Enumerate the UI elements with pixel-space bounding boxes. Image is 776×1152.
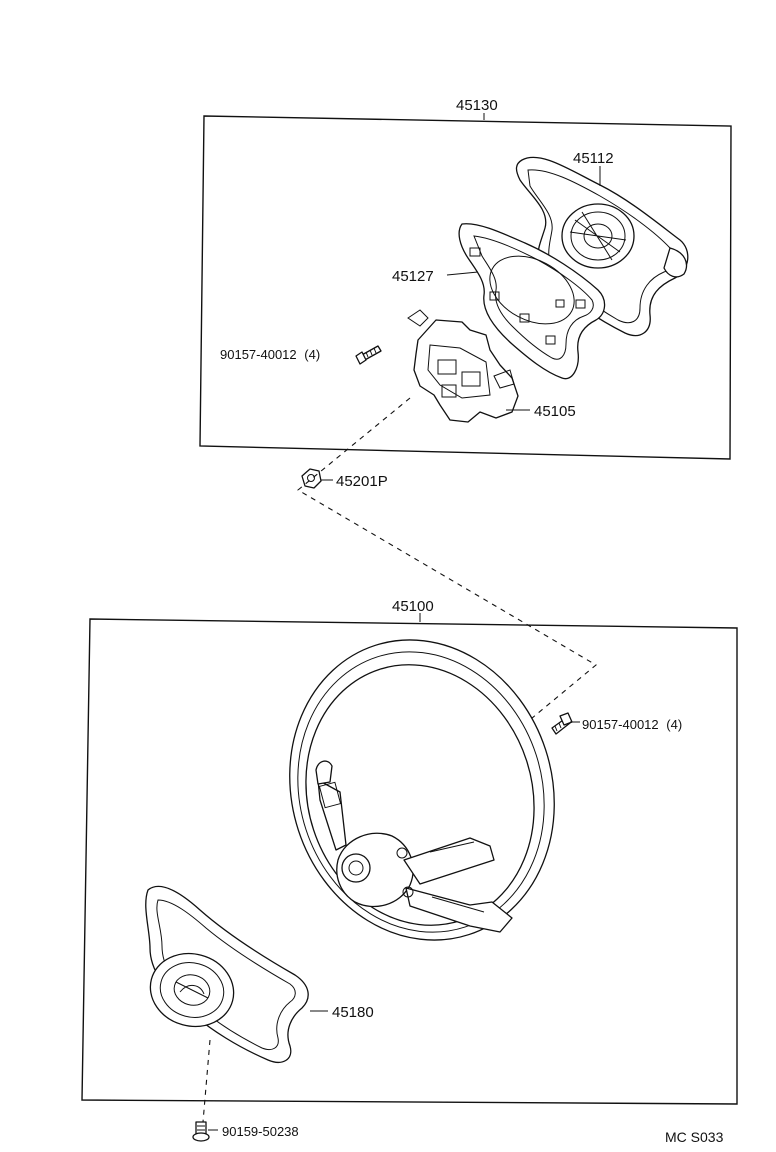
wheel-screw-number: 90157-40012 [582, 717, 659, 732]
horn-pad-number: 45180 [332, 1004, 374, 1021]
alignment-dashed-line [297, 397, 597, 739]
svg-text:90157-40012 (4): 90157-40012 (4) [582, 717, 682, 732]
wheel-assembly-group: 45100 [81, 598, 738, 1105]
pad-screw-qty: (4) [304, 347, 320, 362]
pad-bracket-part: 45105 [407, 309, 576, 423]
pad-bracket-number: 45105 [534, 403, 576, 420]
wheel-assembly-number: 45100 [392, 598, 434, 615]
wheel-nut-number: 45201P [336, 473, 388, 490]
pad-frame-part: 45127 [392, 223, 606, 380]
steering-wheel-part [289, 639, 555, 941]
pad-assembly-number: 45130 [456, 97, 498, 114]
pad-frame-leader [446, 271, 479, 276]
pad-bolt-number: 90159-50238 [222, 1124, 299, 1139]
pad-assembly-box [199, 115, 732, 460]
pad-cover-number: 45112 [573, 150, 614, 167]
horn-pad-part: 45180 [145, 885, 374, 1063]
svg-text:90157-40012 (4): 90157-40012 (4) [220, 347, 320, 362]
wheel-nut-part: 45201P [301, 468, 388, 490]
horn-pad-dashed-line [202, 1039, 211, 1123]
wheel-assembly-box [81, 618, 738, 1105]
diagram-code: MC S033 [665, 1129, 724, 1145]
wheel-screw-part: 90157-40012 (4) [551, 712, 682, 735]
pad-screw-number: 90157-40012 [220, 347, 297, 362]
pad-screw-part: 90157-40012 (4) [220, 345, 382, 365]
pad-assembly-group: 45130 [199, 97, 732, 460]
pad-frame-number: 45127 [392, 268, 434, 285]
pad-cover-part: 45112 [515, 150, 689, 337]
wheel-screw-qty: (4) [666, 717, 682, 732]
pad-bolt-part: 90159-50238 [192, 1121, 299, 1142]
